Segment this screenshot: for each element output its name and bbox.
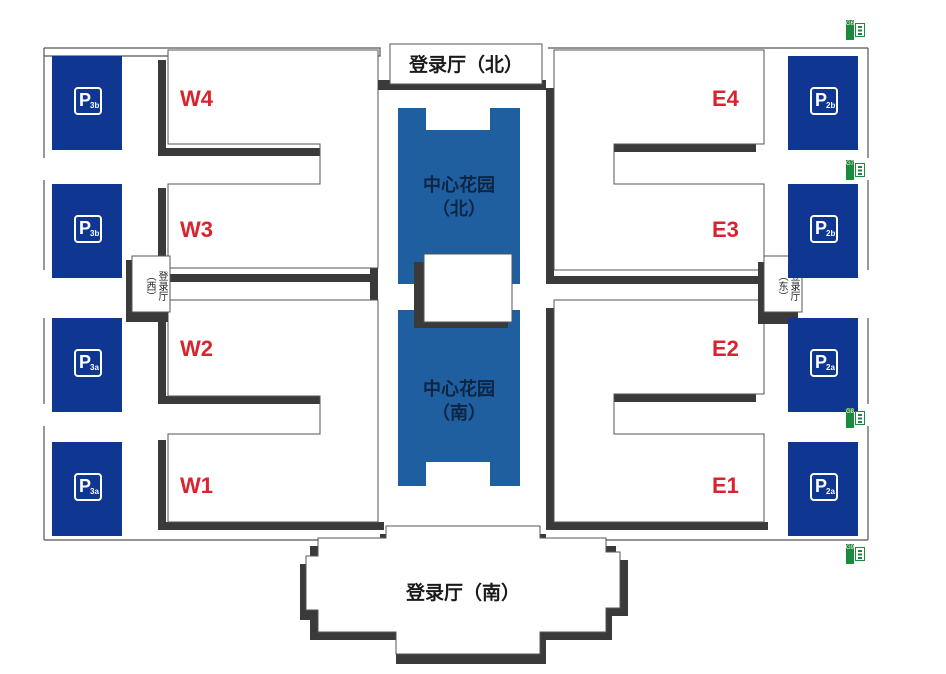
- garden-south: [398, 310, 520, 486]
- central-garden: [398, 108, 520, 486]
- north-hall-label: 登录厅（北）: [408, 54, 523, 76]
- exit-icon: [855, 163, 865, 177]
- gate-g8: G8: [846, 408, 866, 428]
- zone-label-e3: E3: [712, 217, 739, 242]
- east-blocks: [553, 49, 765, 523]
- block-w2: [167, 299, 379, 523]
- north-hall: [378, 43, 546, 90]
- block-w4: [167, 49, 379, 269]
- west-blocks: [167, 49, 379, 523]
- gate-g6: G6: [846, 20, 866, 40]
- block-e4: [553, 49, 765, 271]
- west-side-hall: [126, 255, 171, 322]
- zone-label-w4: W4: [180, 86, 213, 111]
- zone-label-e2: E2: [712, 336, 739, 361]
- garden-north: [398, 108, 520, 284]
- exit-icon: [855, 23, 865, 37]
- south-hall-label: 登录厅（南）: [405, 582, 520, 604]
- garden-south-label: 中心花园（南）: [423, 379, 495, 424]
- zone-label-w2: W2: [180, 336, 213, 361]
- garden-north-label: 中心花园（北）: [423, 175, 495, 220]
- zone-label-e4: E4: [712, 86, 739, 111]
- west-hall-label: 登录厅（西）: [144, 271, 167, 301]
- exit-icon: [855, 547, 865, 561]
- block-e2: [553, 299, 765, 523]
- south-hall: [300, 525, 628, 664]
- gate-g7: G7: [846, 160, 866, 180]
- gate-g9: G9: [846, 544, 866, 564]
- zone-label-e1: E1: [712, 473, 739, 498]
- exit-icon: [855, 411, 865, 425]
- zone-label-w3: W3: [180, 217, 213, 242]
- zone-label-w1: W1: [180, 473, 213, 498]
- east-hall-label: 登录厅（东）: [776, 271, 799, 301]
